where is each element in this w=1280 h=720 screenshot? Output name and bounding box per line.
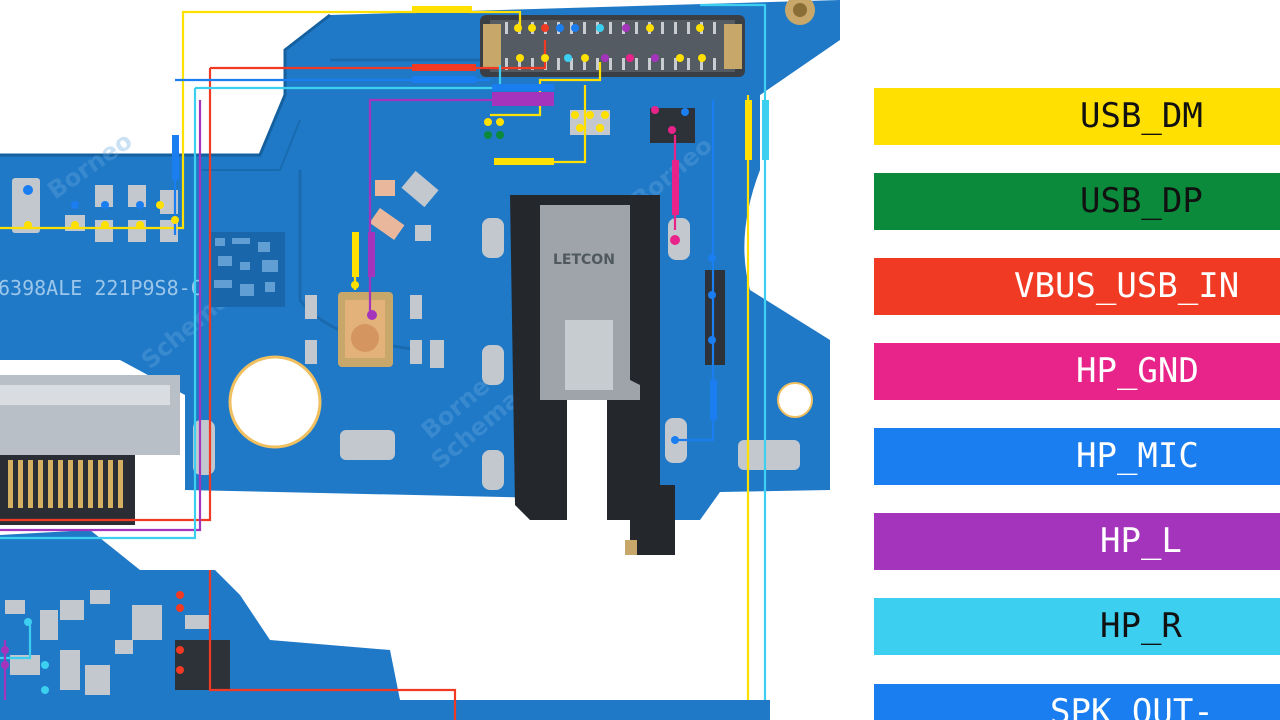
headphone-jack [510, 195, 675, 555]
legend-label: HP_MIC [1076, 436, 1199, 476]
legend-label: HP_L [1100, 521, 1182, 561]
legend-label: HP_R [1100, 606, 1182, 646]
legend-item-hp-mic: HP_MIC [874, 428, 1280, 485]
legend-label: USB_DM [1080, 96, 1203, 136]
legend-item-hp-r: HP_R [874, 598, 1280, 655]
connector-brand-label: LETCON [553, 252, 615, 268]
legend-item-vbus-usb-in: VBUS_USB_IN [874, 258, 1280, 315]
legend-label: VBUS_USB_IN [1014, 266, 1240, 306]
pcb-lower-board [0, 530, 770, 720]
legend-item-hp-l: HP_L [874, 513, 1280, 570]
usb-c-port [0, 375, 180, 525]
legend-item-spk-out: SPK_OUT- [874, 684, 1280, 720]
legend-label: SPK_OUT- [1050, 692, 1214, 720]
signal-legend: USB_DM USB_DP VBUS_USB_IN HP_GND HP_MIC HP_L H… [874, 0, 1280, 720]
legend-item-usb-dm: USB_DM [874, 88, 1280, 145]
legend-label: HP_GND [1076, 351, 1199, 391]
board-marking: 6398ALE 221P9S8-C [0, 276, 203, 300]
mounting-hole [228, 355, 322, 449]
legend-label: USB_DP [1080, 181, 1203, 221]
legend-item-hp-gnd: HP_GND [874, 343, 1280, 400]
microphone [338, 292, 393, 367]
legend-item-usb-dp: USB_DP [874, 173, 1280, 230]
pcb-board-view: Borneo Borneo Schematics Borneo Schemati… [0, 0, 840, 720]
